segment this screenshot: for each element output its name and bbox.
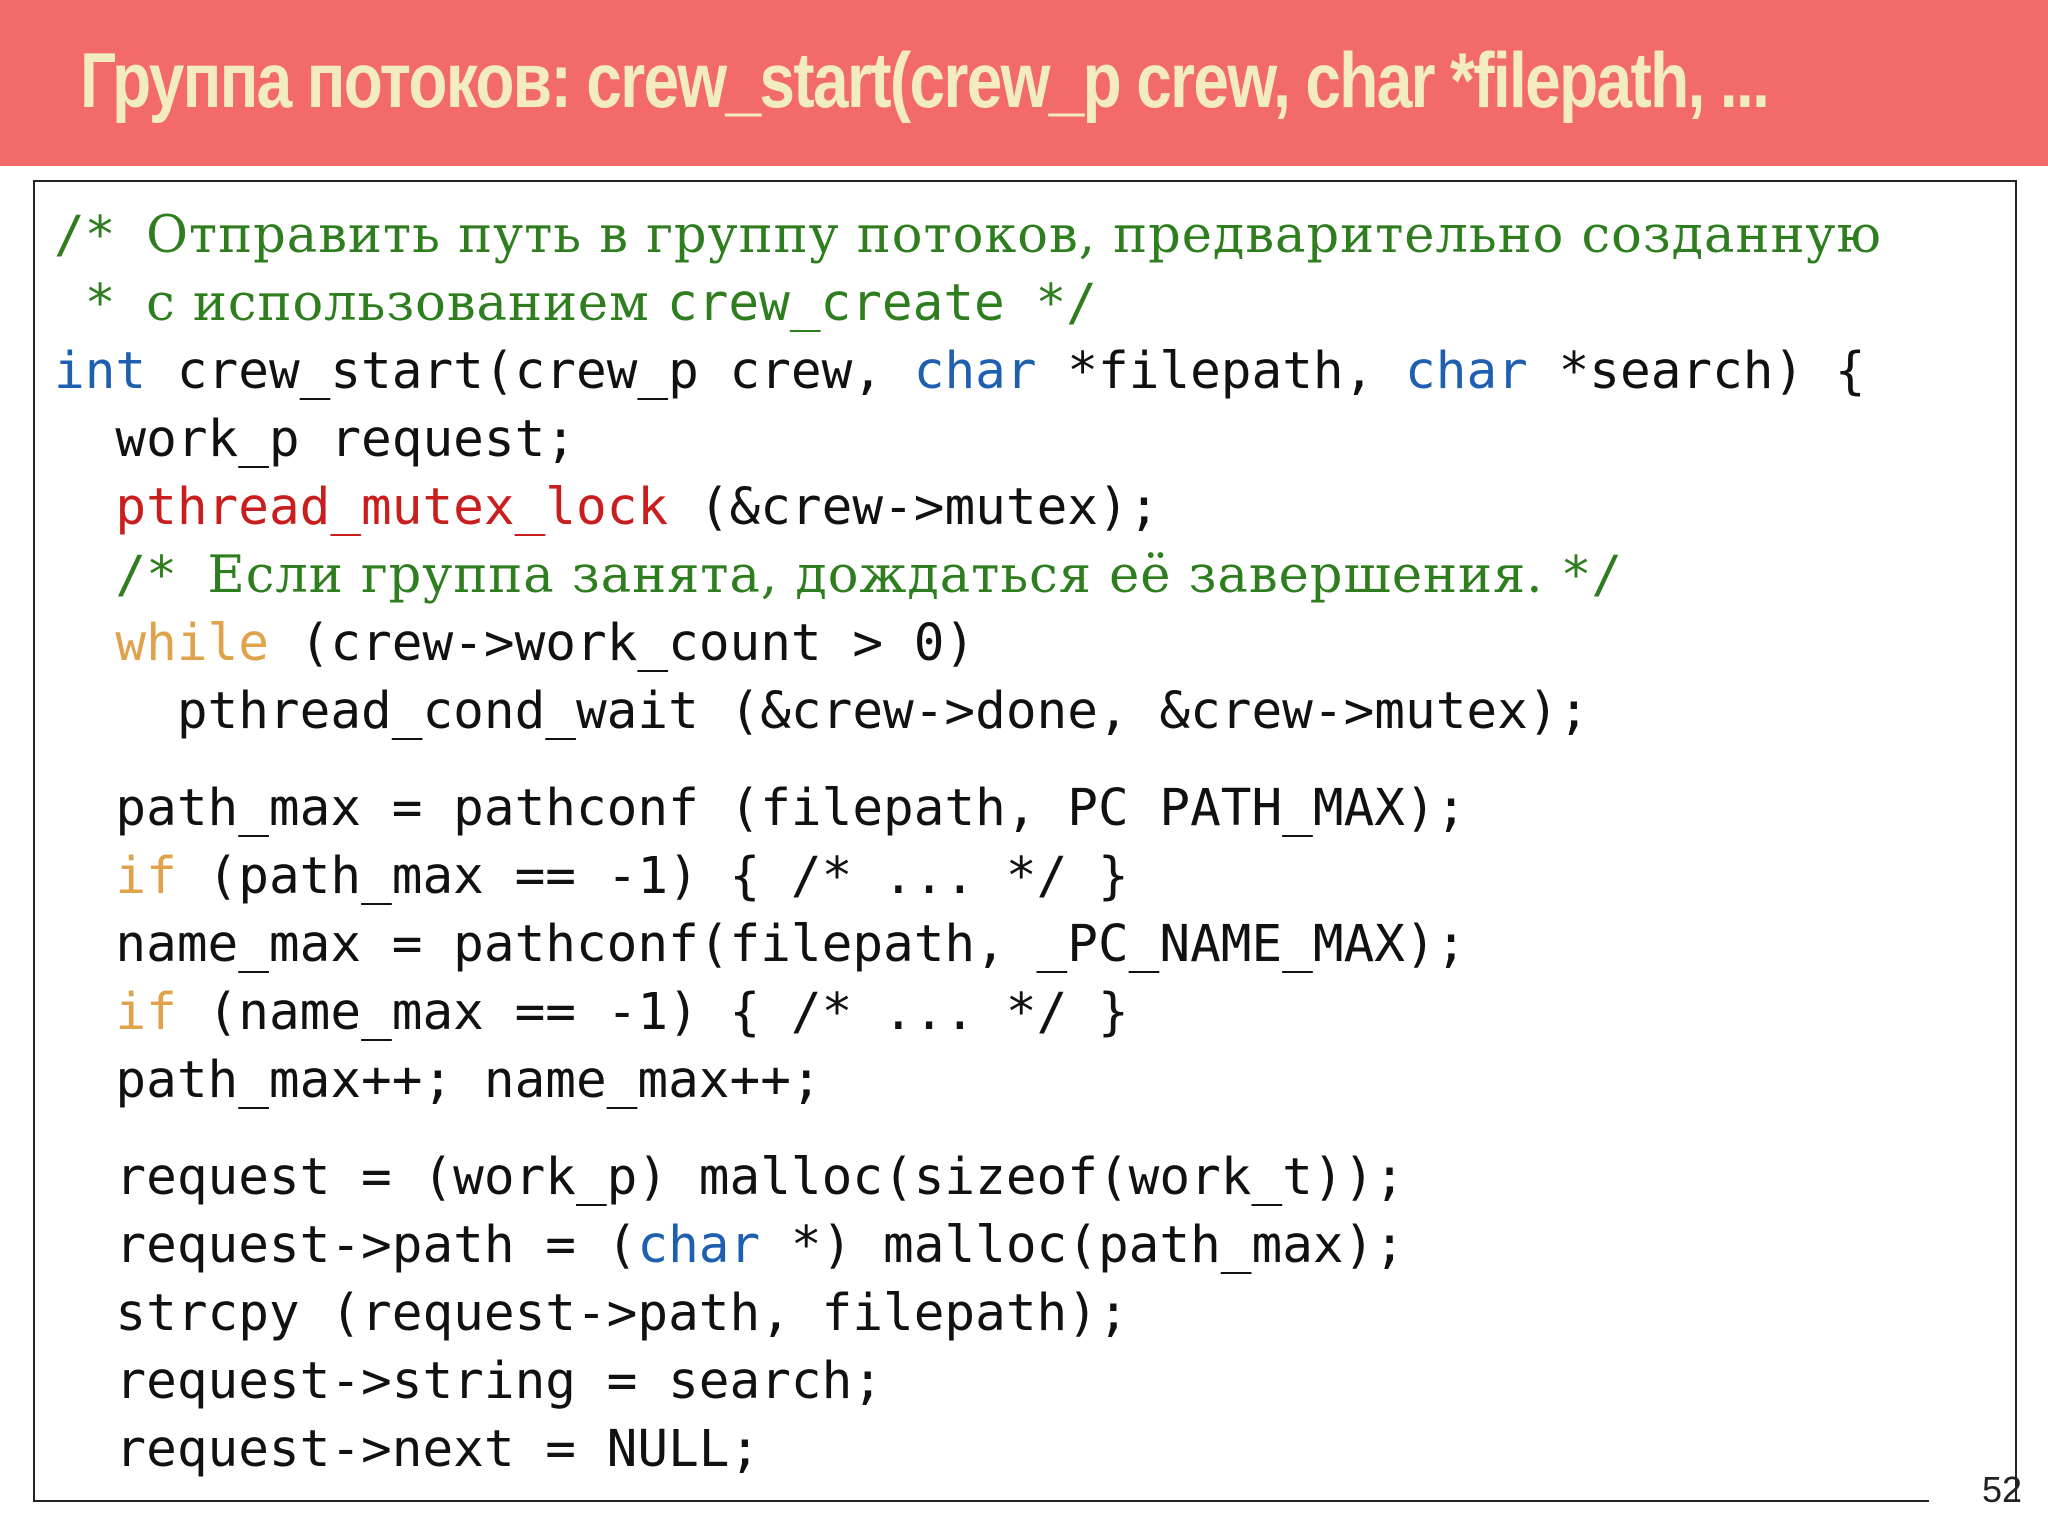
code-text: (crew->work_count > 0) <box>268 614 976 673</box>
code-text: *search) { <box>1527 342 1866 401</box>
indent <box>54 478 115 537</box>
code-text: name_max = pathconf(filepath, _PC_NAME_M… <box>54 915 1467 974</box>
code-line-11: name_max = pathconf(filepath, _PC_NAME_M… <box>54 913 1466 977</box>
code-text: request->string = search; <box>54 1352 884 1411</box>
control-keyword: if <box>115 847 177 906</box>
comment-open: /* <box>115 546 208 605</box>
page-number: 52 <box>1981 1469 2022 1510</box>
indent <box>54 983 115 1042</box>
code-text: path_max = pathconf (filepath, PC PATH_M… <box>54 779 1467 838</box>
code-text: path_max++; name_max++; <box>54 1051 822 1110</box>
code-text: request->path = ( <box>54 1216 638 1275</box>
code-line-5: pthread_mutex_lock (&crew->mutex); <box>54 476 1159 540</box>
code-line-1: /* Отправить путь в группу потоков, пред… <box>54 204 1882 268</box>
code-line-9: path_max = pathconf (filepath, PC PATH_M… <box>54 777 1466 841</box>
code-text: (path_max == -1) { /* ... */ } <box>176 847 1129 906</box>
comment-text: с использованием <box>146 274 667 333</box>
control-keyword: while <box>115 614 269 673</box>
code-line-4: work_p request; <box>54 408 576 472</box>
code-text: *) malloc(path_max); <box>760 1216 1406 1275</box>
code-text: request = (work_p) malloc(sizeof(work_t)… <box>54 1148 1406 1207</box>
code-line-16: strcpy (request->path, filepath); <box>54 1282 1129 1346</box>
comment-marker: * <box>54 274 147 333</box>
control-keyword: if <box>115 983 177 1042</box>
code-text: (name_max == -1) { /* ... */ } <box>176 983 1129 1042</box>
code-line-7: while (crew->work_count > 0) <box>54 612 975 676</box>
comment-open: /* <box>54 206 147 265</box>
title-bar: Группа потоков: crew_start(crew_p crew, … <box>0 0 2048 166</box>
code-text: strcpy (request->path, filepath); <box>54 1284 1129 1343</box>
code-line-17: request->string = search; <box>54 1350 883 1414</box>
comment-text: Отправить путь в группу потоков, предвар… <box>146 206 1882 265</box>
comment-code-ref: crew_create */ <box>667 274 1097 333</box>
code-text: (&crew->mutex); <box>668 478 1160 537</box>
comment-close: */ <box>1560 546 1623 605</box>
code-line-12: if (name_max == -1) { /* ... */ } <box>54 981 1129 1045</box>
code-block <box>33 180 2017 1502</box>
mutex-lock-call: pthread_mutex_lock <box>115 478 669 537</box>
type-keyword: char <box>913 342 1037 401</box>
indent <box>54 847 115 906</box>
code-line-18: request->next = NULL; <box>54 1418 760 1482</box>
code-line-3: int crew_start(crew_p crew, char *filepa… <box>54 340 1866 404</box>
code-text: *filepath, <box>1036 342 1406 401</box>
code-line-15: request->path = (char *) malloc(path_max… <box>54 1214 1405 1278</box>
type-keyword: int <box>54 342 147 401</box>
type-keyword: char <box>637 1216 761 1275</box>
code-text: pthread_cond_wait (&crew->done, &crew->m… <box>54 682 1590 741</box>
code-line-13: path_max++; name_max++; <box>54 1049 822 1113</box>
code-line-14: request = (work_p) malloc(sizeof(work_t)… <box>54 1146 1405 1210</box>
code-text: crew_start(crew_p crew, <box>146 342 914 401</box>
code-line-10: if (path_max == -1) { /* ... */ } <box>54 845 1129 909</box>
indent <box>54 614 115 673</box>
code-line-8: pthread_cond_wait (&crew->done, &crew->m… <box>54 680 1589 744</box>
slide-title: Группа потоков: crew_start(crew_p crew, … <box>80 36 1770 124</box>
indent <box>54 546 115 605</box>
comment-text: Если группа занята, дождаться её заверше… <box>207 546 1561 605</box>
code-line-6: /* Если группа занята, дождаться её заве… <box>54 544 1622 608</box>
code-line-2: * с использованием crew_create */ <box>54 272 1097 336</box>
type-keyword: char <box>1405 342 1528 401</box>
bottom-rule <box>33 1500 1929 1502</box>
code-text: request->next = NULL; <box>54 1420 761 1479</box>
code-text: work_p request; <box>54 410 576 469</box>
